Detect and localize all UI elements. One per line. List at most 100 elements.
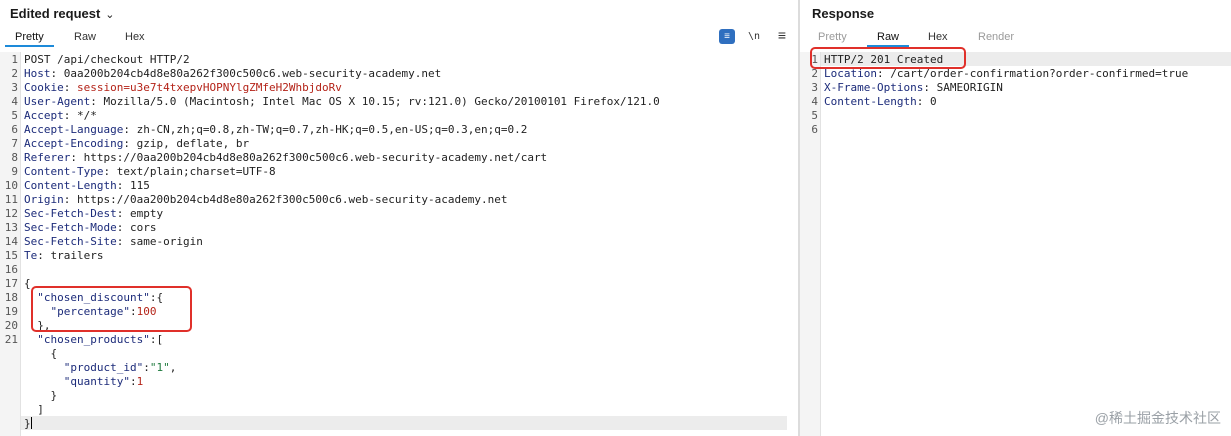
- line-number: 9: [11, 165, 18, 178]
- response-title: Response: [812, 6, 875, 21]
- code-token: Location: [824, 67, 877, 80]
- code-token: User-Agent: [24, 95, 91, 108]
- code-token: : https://0aa200b204cb4d8e80a262f300c500…: [63, 193, 508, 206]
- line-text: ]: [24, 403, 44, 417]
- line-text: Accept-Language: zh-CN,zh;q=0.8,zh-TW;q=…: [24, 123, 527, 137]
- code-token: Cookie: [24, 81, 64, 94]
- code-token: : Mozilla/5.0 (Macintosh; Intel Mac OS X…: [90, 95, 660, 108]
- code-token: },: [24, 319, 51, 332]
- chevron-down-icon[interactable]: ⌄: [105, 9, 115, 21]
- code-token: Referer: [24, 151, 71, 164]
- line-text: "chosen_discount":{: [24, 291, 163, 305]
- tab-pretty[interactable]: Pretty: [818, 31, 847, 43]
- line-number: 4: [11, 95, 18, 108]
- code-token: {: [24, 277, 31, 290]
- line-text: Content-Length: 0: [824, 95, 937, 109]
- line-text: Accept: */*: [24, 109, 97, 123]
- line-text: Location: /cart/order-confirmation?order…: [824, 67, 1188, 81]
- line-number: 10: [4, 179, 18, 192]
- code-token: "chosen_products": [37, 333, 150, 346]
- code-token: : SAMEORIGIN: [923, 81, 1003, 94]
- code-token: }: [24, 389, 58, 402]
- pane-divider[interactable]: [798, 0, 800, 436]
- line-number: 6: [811, 123, 818, 136]
- code-token: : cors: [116, 221, 157, 234]
- line-number: 5: [11, 109, 18, 122]
- code-token: Content-Length: [24, 179, 117, 192]
- line-text: Referer: https://0aa200b204cb4d8e80a262f…: [24, 151, 547, 165]
- code-token: : same-origin: [116, 235, 203, 248]
- code-token: : 0: [916, 95, 937, 108]
- line-text: "chosen_products":[: [24, 333, 163, 347]
- line-number: 8: [11, 151, 18, 164]
- wrap-lines-icon[interactable]: ≡: [719, 29, 735, 44]
- line-text: }: [24, 417, 31, 431]
- code-token: : empty: [116, 207, 164, 220]
- tab-render[interactable]: Render: [978, 31, 1015, 43]
- code-token: :[: [149, 333, 164, 346]
- code-token: :: [63, 81, 77, 94]
- code-token: Accept-Encoding: [24, 137, 124, 150]
- line-number: 7: [11, 137, 18, 150]
- code-token: [24, 333, 37, 346]
- code-token: :{: [149, 291, 164, 304]
- line-number: 1: [811, 53, 818, 66]
- tab-hex[interactable]: Hex: [928, 31, 948, 43]
- code-token: }: [24, 417, 31, 430]
- code-token: : gzip, deflate, br: [123, 137, 250, 150]
- code-token: ,: [169, 361, 177, 374]
- code-token: : text/plain;charset=UTF-8: [103, 165, 276, 178]
- line-text: {: [24, 277, 31, 291]
- line-text: Cookie: session=u3e7t4txepvHOPNYlgZMfeH2…: [24, 81, 342, 95]
- code-token: Origin: [24, 193, 64, 206]
- code-token: 1: [136, 375, 144, 388]
- tab-hex[interactable]: Hex: [125, 31, 145, 43]
- request-editor[interactable]: 1 POST /api/checkout HTTP/2 2 Host: 0aa200b…: [0, 52, 798, 436]
- code-token: 100: [136, 305, 157, 318]
- code-token: : */*: [63, 109, 97, 122]
- request-title[interactable]: Edited request ⌄: [10, 6, 115, 21]
- line-text: Sec-Fetch-Mode: cors: [24, 221, 156, 235]
- tab-raw[interactable]: Raw: [866, 31, 910, 47]
- line-number-gutter: [0, 52, 21, 436]
- line-text: {: [24, 347, 57, 361]
- show-newlines-button[interactable]: \n: [747, 31, 761, 42]
- code-token: : trailers: [37, 249, 104, 262]
- current-line-highlight: [21, 416, 787, 430]
- line-text: Accept-Encoding: gzip, deflate, br: [24, 137, 249, 151]
- code-token: : /cart/order-confirmation?order-confirm…: [876, 67, 1189, 80]
- line-text: Te: trailers: [24, 249, 103, 263]
- code-token: [24, 305, 51, 318]
- line-number: 13: [4, 221, 18, 234]
- tab-raw[interactable]: Raw: [74, 31, 97, 43]
- code-token: {: [24, 347, 58, 360]
- line-text: Content-Length: 115: [24, 179, 150, 193]
- line-text: Content-Type: text/plain;charset=UTF-8: [24, 165, 276, 179]
- line-number: 12: [4, 207, 18, 220]
- tab-pretty[interactable]: Pretty: [5, 31, 54, 47]
- line-text: Origin: https://0aa200b204cb4d8e80a262f3…: [24, 193, 507, 207]
- code-token: Accept: [24, 109, 64, 122]
- line-text: "product_id":"1",: [24, 361, 177, 375]
- code-token: Te: [24, 249, 38, 262]
- request-title-label: Edited request: [10, 6, 101, 21]
- line-text: User-Agent: Mozilla/5.0 (Macintosh; Inte…: [24, 95, 660, 109]
- menu-icon[interactable]: ≡: [777, 27, 787, 43]
- line-number: 4: [811, 95, 818, 108]
- line-number: 11: [4, 193, 18, 206]
- line-text: }: [24, 389, 57, 403]
- line-text: X-Frame-Options: SAMEORIGIN: [824, 81, 1003, 95]
- code-token: Content-Length: [824, 95, 917, 108]
- line-text: HTTP/2 201 Created: [824, 53, 943, 67]
- code-token: "quantity": [63, 375, 130, 388]
- line-number: 2: [11, 67, 18, 80]
- line-text: "percentage":100: [24, 305, 157, 319]
- line-text: Host: 0aa200b204cb4d8e80a262f300c500c6.w…: [24, 67, 441, 81]
- code-token: [24, 361, 64, 374]
- line-text: POST /api/checkout HTTP/2: [24, 53, 190, 67]
- code-token: : https://0aa200b204cb4d8e80a262f300c500…: [70, 151, 548, 164]
- code-token: POST /api/checkout HTTP/2: [24, 53, 190, 66]
- line-number: 15: [4, 249, 18, 262]
- code-token: "percentage": [50, 305, 130, 318]
